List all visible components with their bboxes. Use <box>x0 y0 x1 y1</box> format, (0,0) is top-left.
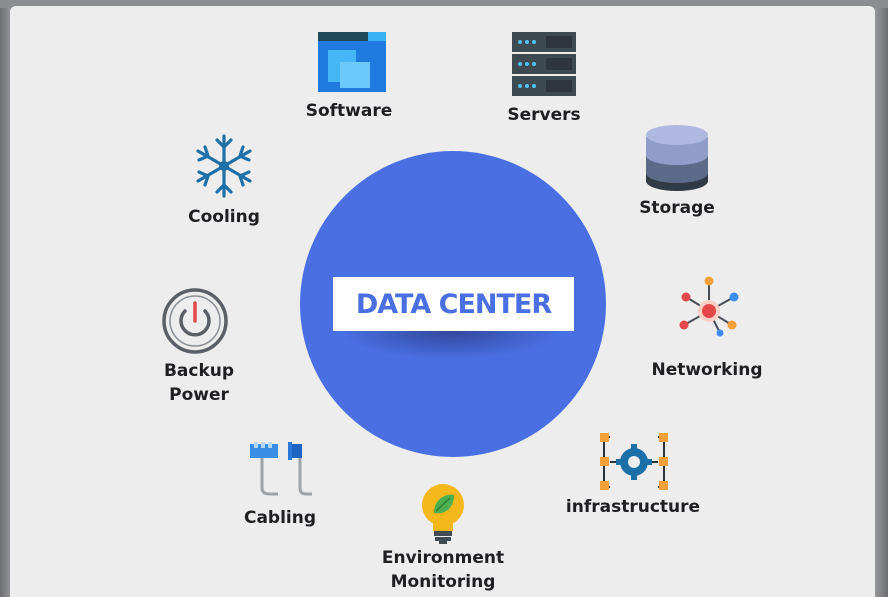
eco-bulb-icon <box>422 484 464 544</box>
servers-label: Servers <box>507 105 581 125</box>
backup-power-label: Backup Power <box>163 361 235 405</box>
left-frame <box>0 0 12 597</box>
cooling-label: Cooling <box>188 207 260 227</box>
server-rack-icon <box>512 32 576 96</box>
hub-label-box: DATA CENTER <box>333 277 574 331</box>
environment-monitoring-label: Environment Monitoring <box>381 548 505 592</box>
power-button-icon <box>162 288 228 354</box>
top-frame <box>0 0 888 8</box>
snowflake-icon <box>196 134 252 198</box>
database-icon <box>646 125 708 191</box>
window-icon <box>318 32 386 92</box>
software-label: Software <box>305 101 393 121</box>
gear-bracket-icon <box>600 433 668 490</box>
networking-label: Networking <box>651 360 763 380</box>
hub-label: DATA CENTER <box>355 288 552 320</box>
cabling-label: Cabling <box>243 508 317 528</box>
infrastructure-label: infrastructure <box>565 497 701 517</box>
storage-label: Storage <box>639 198 715 218</box>
right-frame <box>874 0 888 597</box>
ethernet-cable-icon <box>250 442 312 496</box>
network-hub-icon <box>679 276 739 337</box>
